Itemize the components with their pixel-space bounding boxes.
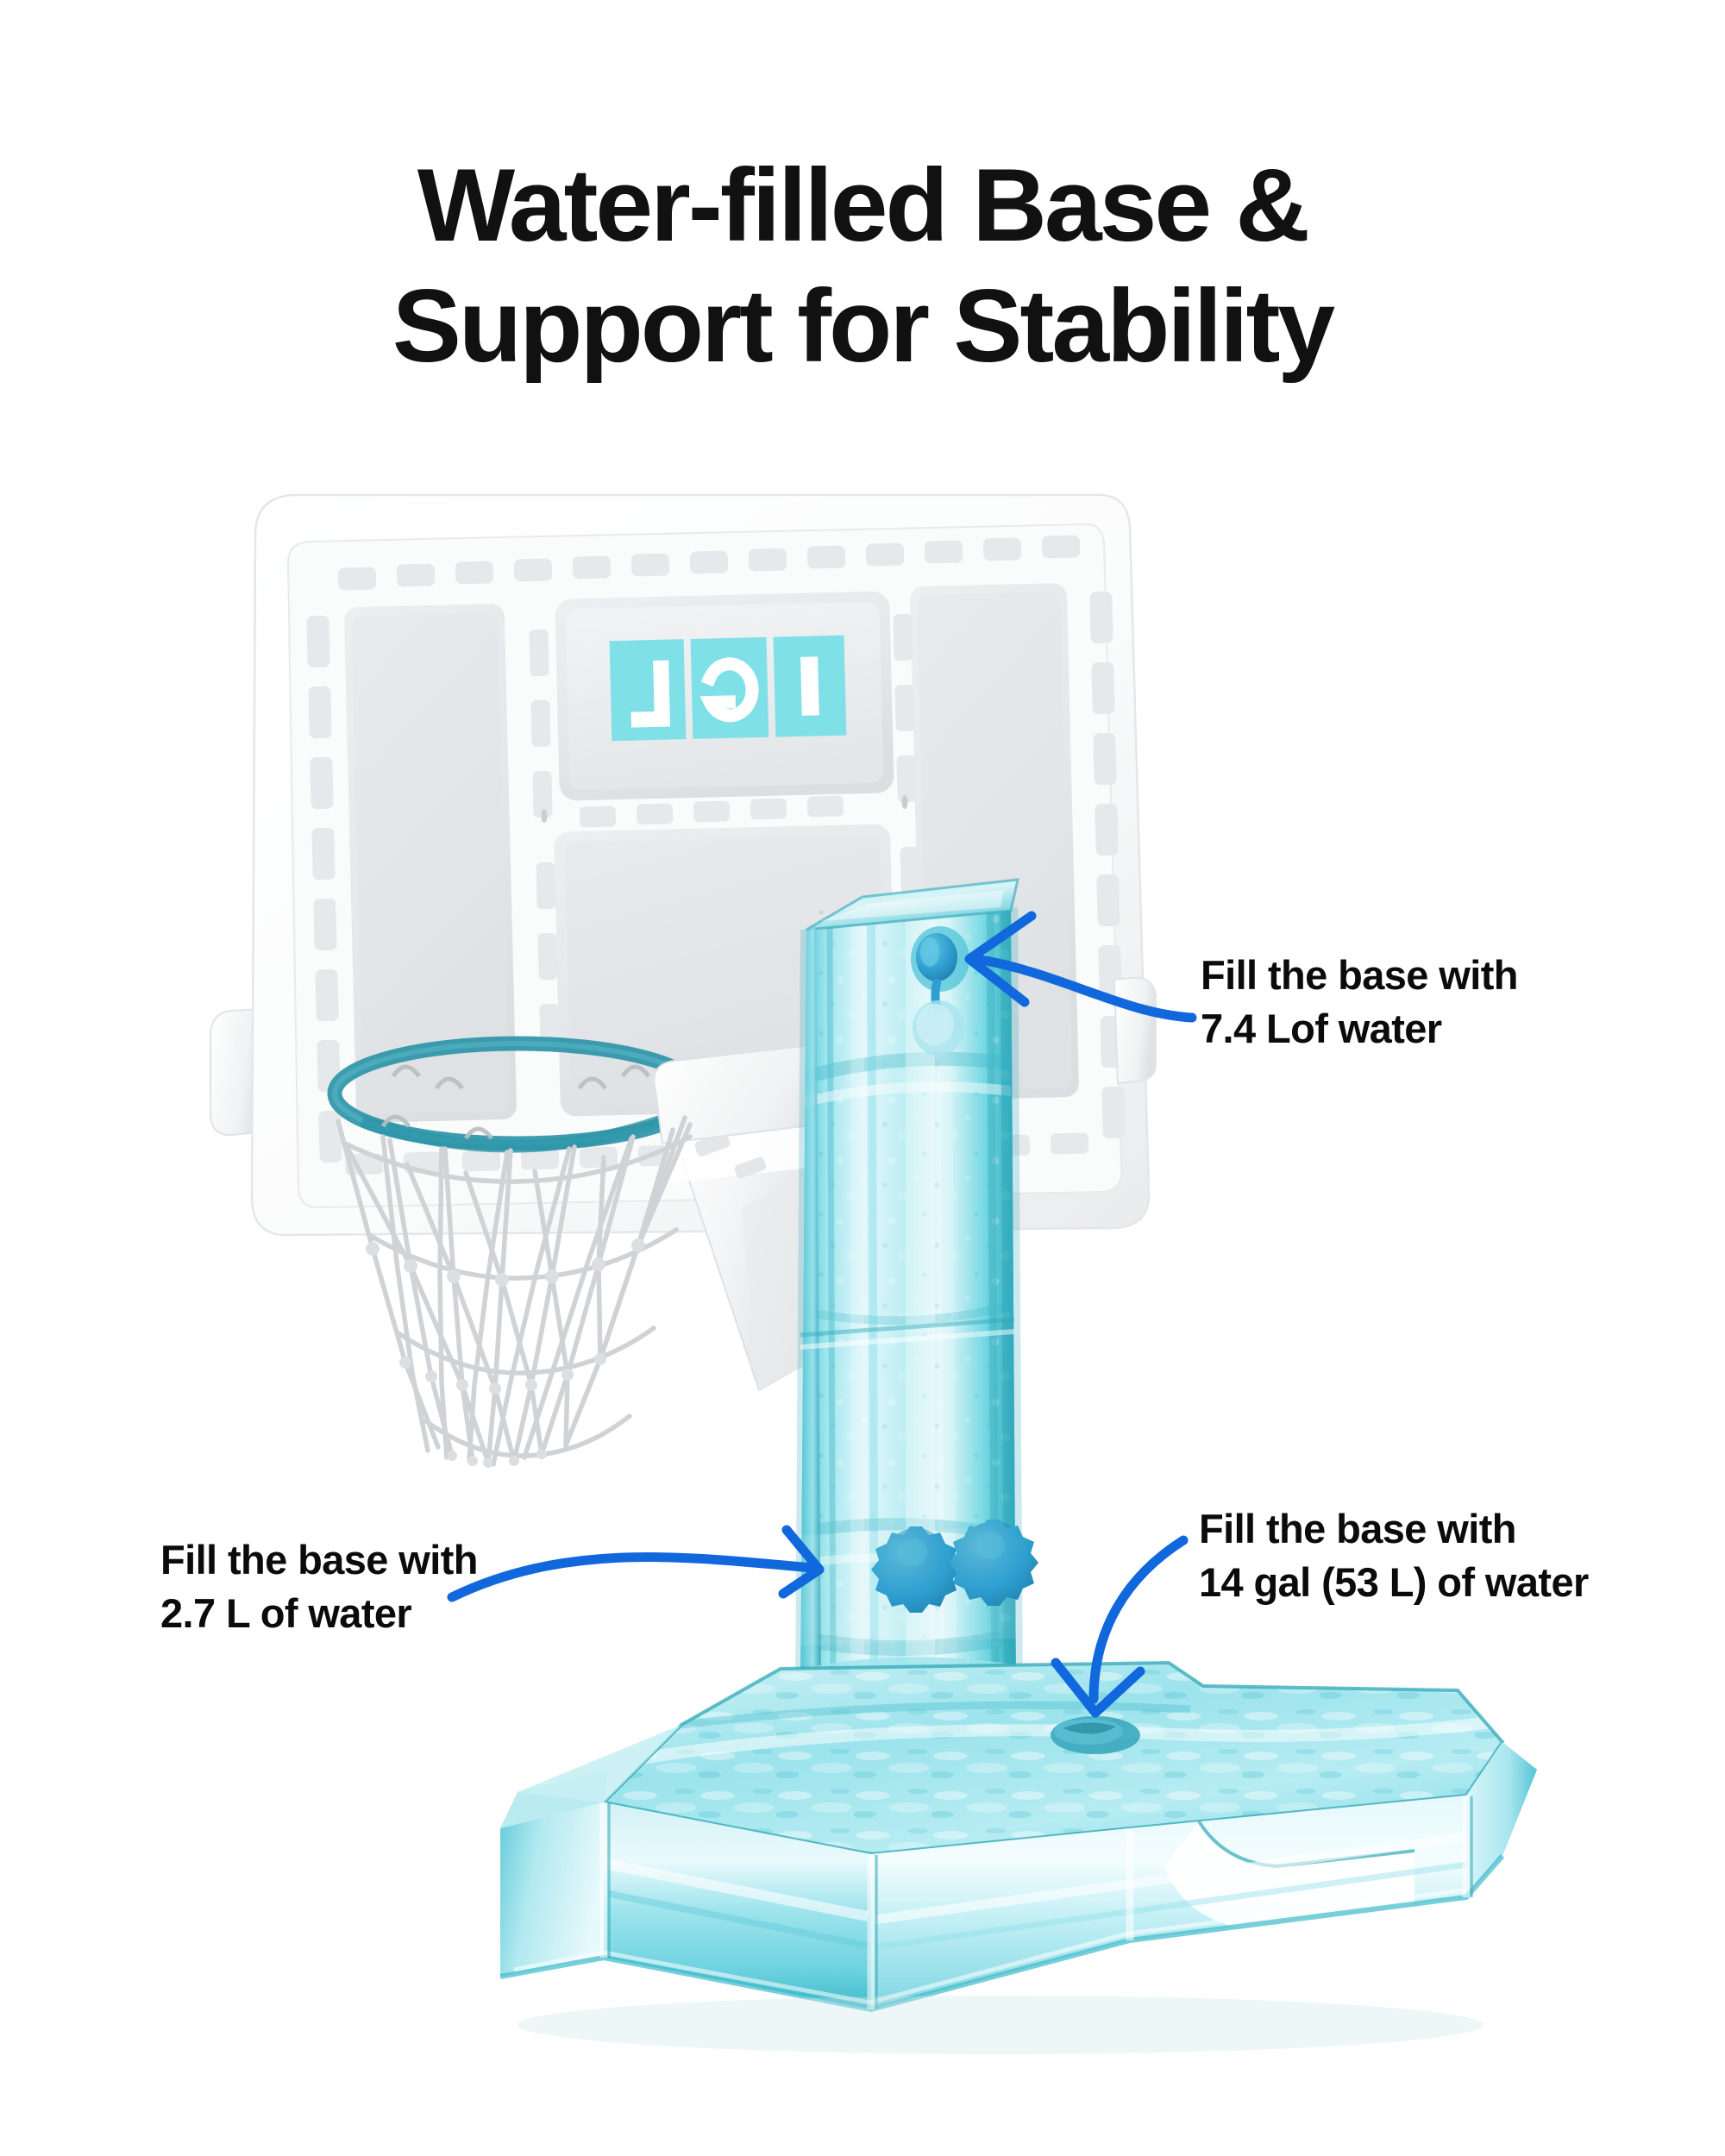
base-right-face — [1466, 1742, 1537, 1897]
callout-pole-top-fill: Fill the base with 7.4 Lof water — [1201, 949, 1518, 1056]
callout-arrows — [447, 911, 1197, 1718]
water-filled-pole — [767, 878, 1045, 1720]
callout-base-line-1: Fill the base with — [1199, 1506, 1516, 1551]
pole-height-knob-left — [871, 1526, 961, 1613]
backboard-logo — [609, 635, 847, 742]
title-line-2: Support for Stability — [392, 268, 1335, 384]
arrow-to-pole-top-fill-port — [964, 911, 1197, 1023]
callout-pole-top-line-2: 7.4 Lof water — [1201, 1006, 1442, 1051]
pole-top-fill-port — [911, 926, 969, 1056]
backboard-panel-upper-left — [344, 604, 517, 1123]
pole-height-knob-right — [949, 1520, 1038, 1606]
base-front-left-face — [604, 1802, 871, 2009]
backboard-screw-dots — [541, 795, 908, 823]
callout-base-line-2: 14 gal (53 L) of water — [1199, 1559, 1589, 1605]
backboard-right-tab — [1113, 976, 1157, 1085]
water-filled-base — [499, 1660, 1537, 2054]
support-arm — [653, 1042, 861, 1392]
title-line-1: Water-filled Base & — [417, 147, 1310, 263]
arrow-to-base-fill-port — [1051, 1535, 1189, 1718]
basketball-net — [336, 1115, 693, 1468]
base-front-right-face — [871, 1796, 1466, 2009]
callout-pole-lower-line-2: 2.7 L of water — [160, 1590, 412, 1636]
base-fill-port — [1051, 1716, 1140, 1754]
pole-top-face — [806, 880, 1018, 930]
callout-pole-lower-line-1: Fill the base with — [160, 1537, 478, 1583]
page-title: Water-filled Base & Support for Stabilit… — [0, 145, 1725, 386]
backboard-rib-slots-mid — [579, 795, 844, 828]
callout-base-fill: Fill the base with 14 gal (53 L) of wate… — [1199, 1502, 1589, 1609]
backboard-rib-slots-top — [337, 535, 1081, 591]
arrow-to-pole-lower-section — [447, 1525, 825, 1602]
base-left-chamfer — [500, 1802, 604, 1977]
callout-pole-lower-fill: Fill the base with 2.7 L of water — [160, 1533, 478, 1640]
callout-pole-top-line-1: Fill the base with — [1201, 952, 1518, 998]
